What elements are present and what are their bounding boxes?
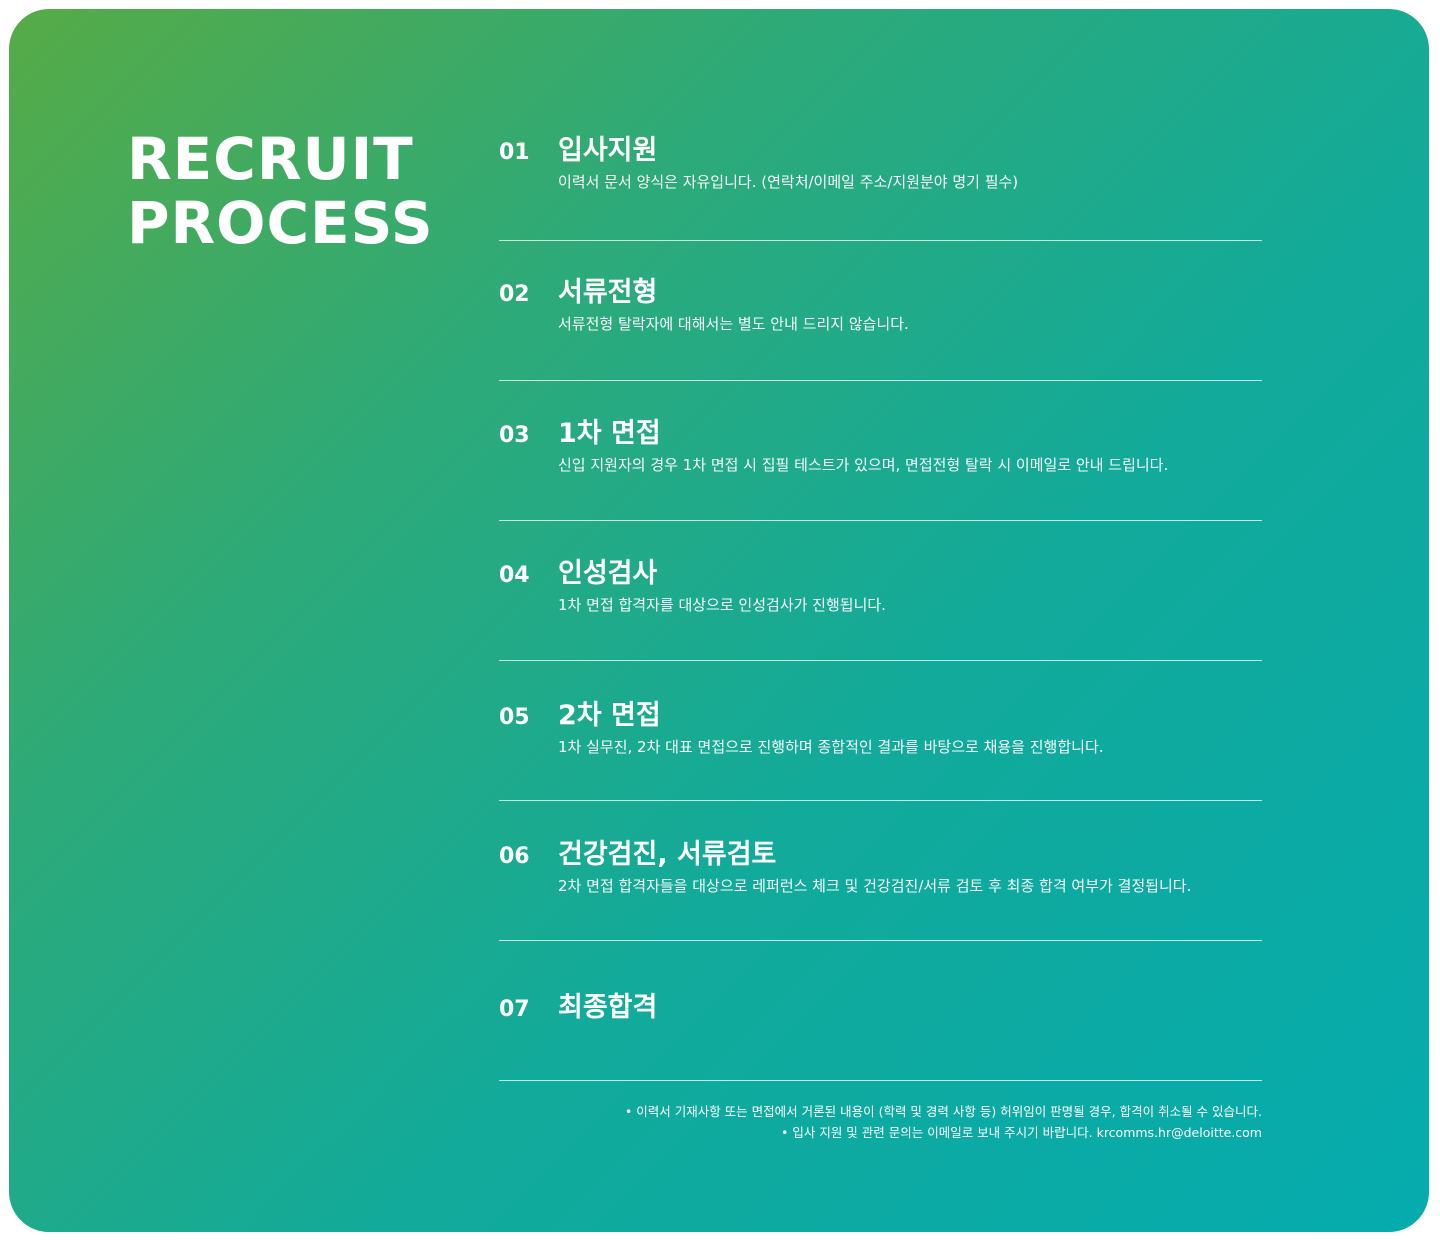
page-title: RECRUIT PROCESS [127, 127, 434, 255]
divider [499, 240, 1262, 241]
step-description: 이력서 문서 양식은 자유입니다. (연락처/이메일 주소/지원분야 명기 필수… [558, 173, 1019, 191]
divider [499, 800, 1262, 801]
divider [499, 660, 1262, 661]
title-line-2: PROCESS [127, 189, 434, 257]
footnote-contact: • 입사 지원 및 관련 문의는 이메일로 보내 주시기 바랍니다. krcom… [781, 1125, 1262, 1140]
step-number: 02 [499, 282, 530, 307]
step-description: 서류전형 탈락자에 대해서는 별도 안내 드리지 않습니다. [558, 315, 909, 333]
footnotes: • 이력서 기재사항 또는 면접에서 거론된 내용이 (학력 및 경력 사항 등… [625, 1101, 1262, 1143]
divider [499, 520, 1262, 521]
step-title: 2차 면접 [558, 700, 661, 731]
step-description: 2차 면접 합격자들을 대상으로 레퍼런스 체크 및 건강검진/서류 검토 후 … [558, 877, 1192, 895]
step-description: 신입 지원자의 경우 1차 면접 시 집필 테스트가 있으며, 면접전형 탈락 … [558, 456, 1169, 474]
divider [499, 380, 1262, 381]
step-title: 입사지원 [558, 135, 658, 166]
step-description: 1차 실무진, 2차 대표 면접으로 진행하며 종합적인 결과를 바탕으로 채용… [558, 738, 1104, 756]
step-title: 건강검진, 서류검토 [558, 839, 777, 870]
step-title: 최종합격 [558, 992, 658, 1023]
step-number: 05 [499, 705, 530, 730]
step-description: 1차 면접 합격자를 대상으로 인성검사가 진행됩니다. [558, 596, 886, 614]
step-number: 01 [499, 140, 530, 165]
step-title: 서류전형 [558, 277, 658, 308]
title-line-1: RECRUIT [127, 125, 414, 193]
step-number: 06 [499, 844, 530, 869]
step-title: 인성검사 [558, 558, 658, 589]
step-number: 07 [499, 997, 530, 1022]
recruit-process-card: RECRUIT PROCESS 01 입사지원 이력서 문서 양식은 자유입니다… [9, 9, 1429, 1232]
divider [499, 1080, 1262, 1081]
step-number: 04 [499, 563, 530, 588]
divider [499, 940, 1262, 941]
step-title: 1차 면접 [558, 418, 661, 449]
step-number: 03 [499, 423, 530, 448]
footnote-disclaimer: • 이력서 기재사항 또는 면접에서 거론된 내용이 (학력 및 경력 사항 등… [624, 1104, 1262, 1119]
